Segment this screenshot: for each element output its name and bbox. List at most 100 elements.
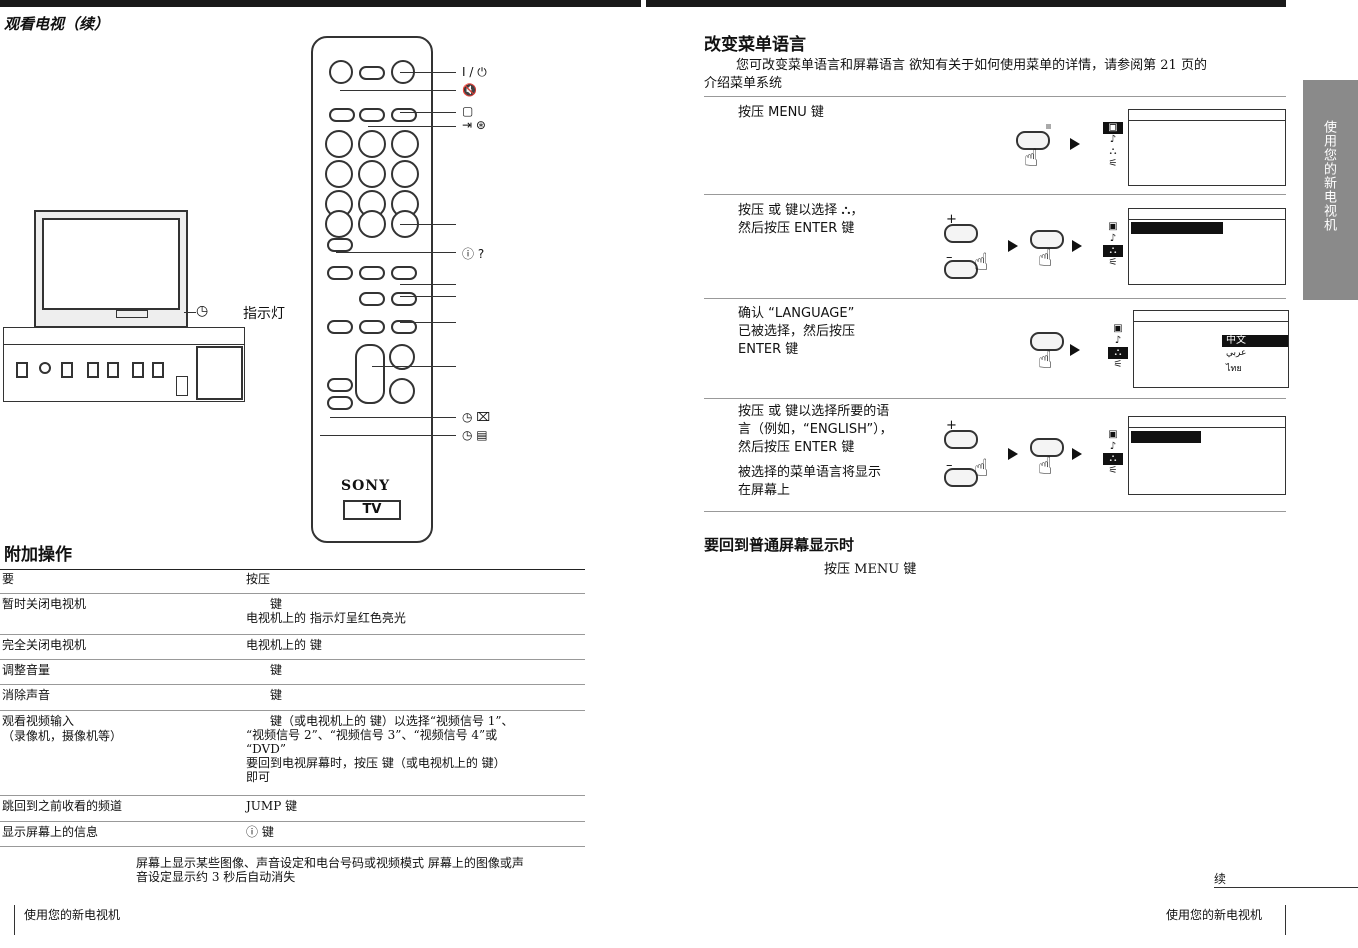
table-row-6-press-line-1: JUMP 键 [246, 799, 298, 813]
picture-icon: ▣ [1113, 323, 1123, 334]
table-row-3-press-line-1: 键 [270, 663, 283, 677]
step-4-sub-1: 被选择的菜单语言将显示 [738, 465, 882, 480]
step-4-sub-2: 在屏幕上 [738, 483, 791, 498]
num-4[interactable] [325, 160, 353, 188]
num-5[interactable] [358, 160, 386, 188]
side-tab-label: 使用您的新电视机 [1321, 120, 1336, 232]
color-button-3[interactable] [391, 266, 417, 280]
info-button[interactable] [327, 238, 353, 252]
menu-screen-1: ▣♪⛬⚟ [1103, 109, 1286, 186]
timer-info-label: ◷ ▤ [462, 428, 488, 442]
remote-control: SONY TV [311, 36, 433, 543]
menu-button[interactable] [391, 292, 417, 306]
table-divider [0, 821, 585, 822]
mute-button[interactable] [329, 60, 353, 84]
table-row-1-action: 暂时关闭电视机 [2, 597, 87, 611]
power-label: I / ⏻ [462, 65, 487, 79]
step-1-text: 按压 MENU 键 [738, 105, 824, 120]
sound-icon: ♪ [1109, 233, 1117, 244]
table-row-5-press-line-3: “DVD” [246, 742, 286, 756]
program-minus-button[interactable] [389, 378, 415, 404]
table-row-1-press-line-2: 电视机上的 指示灯呈红色亮光 [246, 611, 406, 625]
blank-button[interactable] [359, 66, 385, 80]
setup-icon: ⛬ [1108, 347, 1128, 359]
plus-label: + [946, 212, 957, 227]
picture-icon: ▣ [1108, 429, 1118, 440]
hand-icon: ☝ [974, 248, 989, 276]
table-row-5-press-line-1: 键（或电视机上的 键）以选择“视频信号 1”、 [270, 714, 514, 728]
step-2-line-2: 然后按压 ENTER 键 [738, 221, 855, 236]
up-button-illustration [944, 224, 978, 243]
tv-illustration [34, 210, 188, 328]
preset-icon: ⚟ [1113, 359, 1123, 370]
table-row-5-action: 观看视频输入 （录像机，摄像机等） [2, 714, 123, 743]
menu-button-illustration [1016, 131, 1050, 150]
ab-button[interactable] [327, 320, 353, 334]
hand-icon: ☝ [974, 454, 989, 482]
num-0[interactable] [358, 210, 386, 238]
enter-button[interactable] [391, 320, 417, 334]
return-text: 按压 MENU 键 [824, 562, 917, 577]
table-row-1-press-line-1: 键 [270, 597, 283, 611]
step-4-line-3: 然后按压 ENTER 键 [738, 440, 855, 455]
up-button[interactable] [359, 292, 385, 306]
hand-icon: ☝ [1038, 346, 1053, 374]
arrow-icon [1070, 344, 1080, 356]
section-title: 附加操作 [4, 545, 72, 565]
enter-button-illustration [1030, 332, 1064, 351]
footer-right: 使用您的新电视机 [1166, 908, 1263, 922]
arrow-icon [1070, 138, 1080, 150]
plus-label: + [946, 418, 957, 433]
lang-option-arabic: عربي [1226, 348, 1247, 358]
intro-line-2: 介绍菜单系统 [704, 76, 783, 91]
menu-screen-2: ▣♪⛬⚟ [1103, 208, 1286, 285]
mute-label: 🔇 [462, 83, 477, 97]
hand-icon: ☝ [1024, 144, 1039, 172]
num-6[interactable] [391, 160, 419, 188]
program-plus-button[interactable] [389, 344, 415, 370]
timer-off-button[interactable] [327, 378, 353, 392]
num-3[interactable] [391, 130, 419, 158]
remote-tv-label: TV [343, 500, 401, 520]
step-4-line-1: 按压 或 键以选择所要的语 [738, 404, 890, 419]
teletext-button[interactable] [329, 108, 355, 122]
color-button-1[interactable] [327, 266, 353, 280]
digit-button[interactable] [325, 210, 353, 238]
color-button-2[interactable] [359, 266, 385, 280]
table-row-7-action: 显示屏幕上的信息 [2, 825, 99, 839]
table-header-left: 要 [2, 572, 15, 586]
setup-icon: ⛬ [1103, 453, 1123, 465]
table-row-5-press-line-5: 即可 [246, 770, 271, 784]
input-button[interactable] [359, 108, 385, 122]
arrow-icon [1008, 448, 1018, 460]
picture-icon: ▣ [1108, 221, 1118, 232]
tv-button[interactable] [391, 108, 417, 122]
menu-screen-4: ▣♪⛬⚟ [1103, 416, 1286, 495]
num-2[interactable] [358, 130, 386, 158]
down-button[interactable] [359, 320, 385, 334]
table-row-7-press-line-1: ⓘ 键 [246, 825, 274, 839]
table-header-right: 按压 [246, 572, 271, 586]
preset-icon: ⚟ [1108, 158, 1118, 169]
tv-front-panel [3, 327, 245, 402]
step-3-line-1: 确认 “LANGUAGE” [738, 306, 855, 321]
menu-screen-3: ▣♪⛬⚟ 中文 عربي ไทย [1108, 310, 1289, 388]
top-bar-right [646, 0, 1286, 7]
hand-icon: ☝ [1038, 452, 1053, 480]
table-divider [0, 710, 585, 711]
num-1[interactable] [325, 130, 353, 158]
table-divider [0, 659, 585, 660]
step-2-line-1: 按压 或 键以选择 ⛬， [738, 203, 864, 218]
table-row-6-action: 跳回到之前收看的频道 [2, 799, 123, 813]
info-label: ⓘ ? [462, 247, 485, 261]
minus-label: – [946, 458, 953, 473]
enter-button-illustration [1030, 230, 1064, 249]
volume-rocker[interactable] [355, 344, 385, 404]
continued-label: 续 [1214, 872, 1227, 886]
table-divider [0, 795, 585, 796]
timer-info-button[interactable] [327, 396, 353, 410]
table-row-2-press-line-1: 电视机上的 键 [246, 638, 322, 652]
table-row-2-action: 完全关闭电视机 [2, 638, 87, 652]
down-button-illustration [944, 260, 978, 279]
picture-icon: ▣ [1103, 122, 1123, 134]
